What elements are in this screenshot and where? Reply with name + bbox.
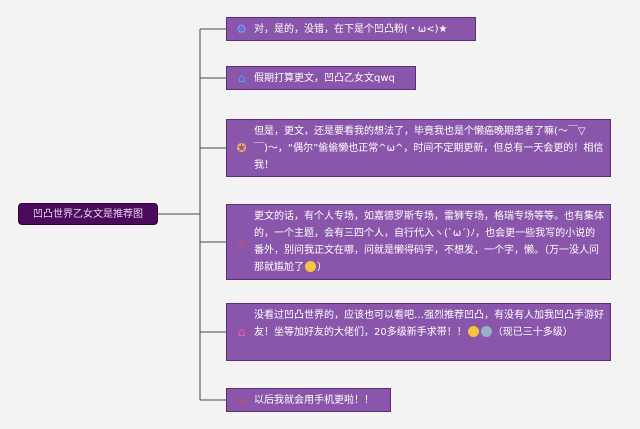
branch-node-3[interactable]: ✪ 但是，更文，还是要看我的想法了，毕竟我也是个懒癌晚期患者了嘛(〜￣▽￣)〜，…	[226, 119, 611, 177]
branch-node-4[interactable]: ♨ 更文的话，有个人专场，如嘉德罗斯专场，雷狮专场，格瑞专场等等。也有集体的，一…	[226, 204, 611, 280]
branch-node-1[interactable]: ⚙ 对，是的，没错，在下是个凹凸粉(・ω<)★	[226, 17, 476, 41]
branch-node-4-tail: ）	[317, 262, 327, 273]
branch-node-2-text: 假期打算更文，凹凸乙女文qwq	[254, 73, 395, 84]
branch-2-house-icon: ⌂	[237, 70, 246, 85]
branch-5-house-outline-icon: ⌂	[237, 324, 246, 339]
branch-node-2[interactable]: ⌂ 假期打算更文，凹凸乙女文qwq	[226, 66, 416, 90]
root-node-label: 凹凸世界乙女文是推荐图	[33, 209, 143, 220]
grin-emoji-icon	[305, 261, 316, 272]
sleepy-emoji-icon	[480, 326, 492, 337]
branch-4-fire-icon: ♨	[236, 234, 247, 249]
wink-emoji-icon	[467, 326, 479, 337]
branch-node-4-text-wrap: 更文的话，有个人专场，如嘉德罗斯专场，雷狮专场，格瑞专场等等。也有集体的，一个主…	[254, 208, 604, 276]
branch-1-gear-icon: ⚙	[236, 21, 247, 36]
branch-node-4-text: 更文的话，有个人专场，如嘉德罗斯专场，雷狮专场，格瑞专场等等。也有集体的，一个主…	[254, 211, 604, 273]
root-node[interactable]: 凹凸世界乙女文是推荐图	[18, 203, 158, 225]
branch-node-3-text: 但是，更文，还是要看我的想法了，毕竟我也是个懒癌晚期患者了嘛(〜￣▽￣)〜，“偶…	[254, 126, 604, 171]
branch-node-6-text: 以后我就会用手机更啦！！	[254, 395, 374, 406]
branch-node-6[interactable]: ♨ 以后我就会用手机更啦！！	[226, 388, 391, 412]
branch-node-5[interactable]: ⌂ 没看过凹凸世界的，应该也可以看吧…强烈推荐凹凸，有没有人加我凹凸手游好友！坐…	[226, 303, 611, 361]
branch-3-medal-icon: ✪	[236, 140, 247, 155]
branch-node-5-text-wrap: 没看过凹凸世界的，应该也可以看吧…强烈推荐凹凸，有没有人加我凹凸手游好友！坐等加…	[254, 307, 604, 341]
branch-node-1-text: 对，是的，没错，在下是个凹凸粉(・ω<)★	[254, 24, 448, 35]
branch-6-fire-icon: ♨	[236, 392, 247, 407]
branch-node-5-text: 没看过凹凸世界的，应该也可以看吧…强烈推荐凹凸，有没有人加我凹凸手游好友！坐等加…	[254, 310, 604, 338]
branch-node-5-tail: （现已三十多级）	[492, 327, 573, 338]
